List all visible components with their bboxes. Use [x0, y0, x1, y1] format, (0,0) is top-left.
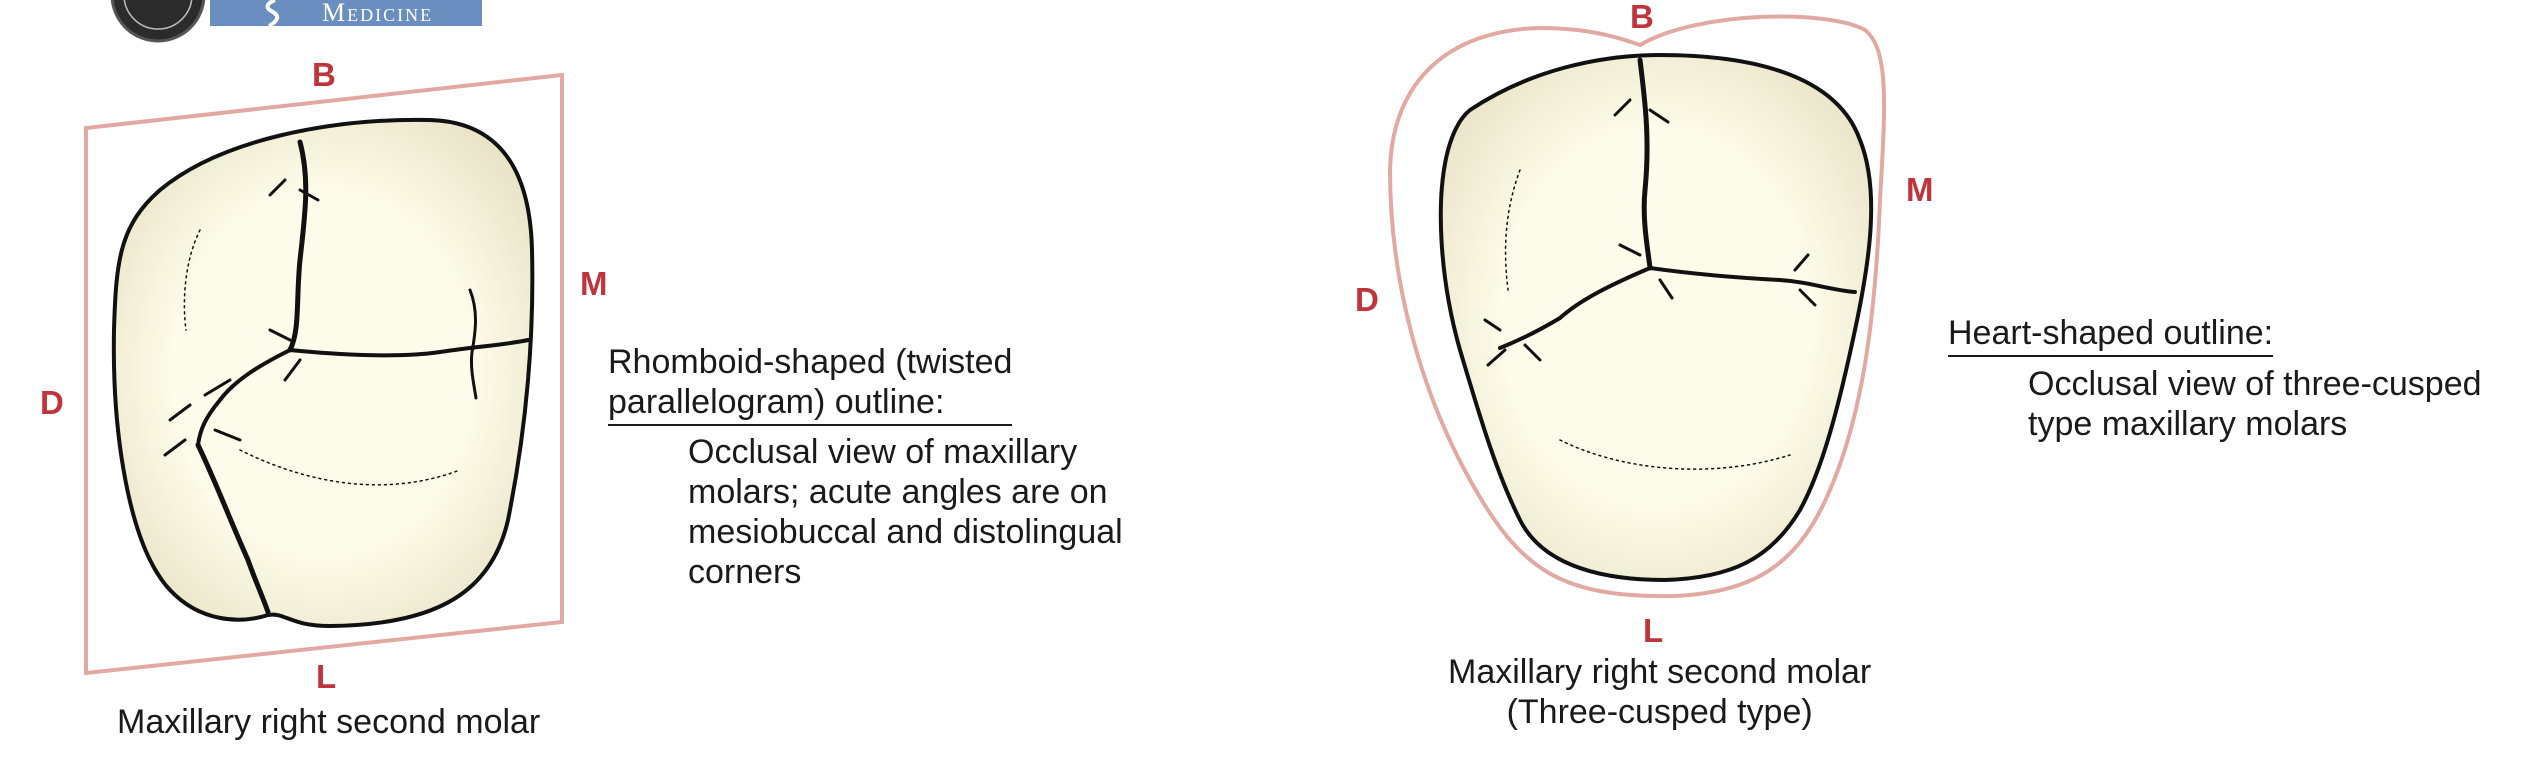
- left-distal-label: D: [40, 384, 64, 421]
- logo-badge: [110, 0, 206, 43]
- left-outline-heading: Rhomboid-shaped (twisted parallelogram) …: [608, 342, 1013, 426]
- left-lingual-label: L: [316, 658, 337, 695]
- left-molar-grooves: [163, 139, 530, 615]
- heart-outline: [1387, 14, 1887, 599]
- left-buccal-label: B: [312, 56, 336, 93]
- left-outline-description: Occlusal view of maxillary molars; acute…: [688, 433, 1123, 591]
- publisher-logo: [110, 0, 482, 43]
- right-caption: Maxillary right second molar (Three-cusp…: [1448, 653, 1872, 731]
- left-mesial-label: M: [580, 265, 608, 302]
- logo-wordmark: Medicine: [322, 0, 434, 27]
- right-molar-grooves: [1483, 57, 1857, 470]
- right-mesial-label: M: [1906, 171, 1934, 208]
- right-outline-description: Occlusal view of three-cusped type maxil…: [2028, 365, 2482, 443]
- logo-banner: [210, 0, 482, 26]
- rhomboid-outline: [84, 72, 564, 676]
- left-molar-crown: [111, 117, 535, 629]
- right-buccal-label: B: [1630, 0, 1654, 35]
- logo-symbol-icon: [265, 0, 280, 28]
- right-lingual-label: L: [1643, 612, 1664, 649]
- right-outline-heading: Heart-shaped outline:: [1948, 313, 2274, 357]
- left-caption: Maxillary right second molar: [117, 703, 541, 741]
- right-distal-label: D: [1355, 281, 1379, 318]
- right-molar-crown: [1438, 52, 1874, 583]
